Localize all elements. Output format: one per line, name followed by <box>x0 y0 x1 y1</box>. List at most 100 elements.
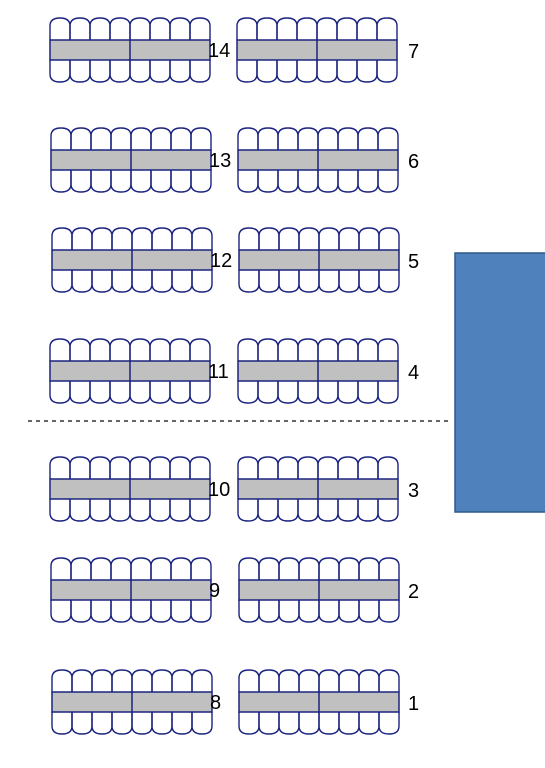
chair-top <box>149 17 171 40</box>
chair-bottom <box>189 499 211 522</box>
chair-bottom <box>236 60 258 83</box>
chair-bottom <box>318 600 340 623</box>
chair-top <box>50 557 72 580</box>
chair-bottom <box>297 381 319 404</box>
chair-bottom <box>358 600 380 623</box>
chair-top <box>298 227 320 250</box>
chair-top <box>378 669 400 692</box>
chair-bottom <box>131 712 153 735</box>
chair-top <box>190 557 212 580</box>
table-number-label: 5 <box>408 251 419 273</box>
chair-bottom <box>318 712 340 735</box>
stage-block <box>454 252 545 513</box>
chair-bottom <box>277 499 299 522</box>
chair-bottom <box>338 600 360 623</box>
chair-top <box>109 456 131 479</box>
chair-top <box>110 557 132 580</box>
chair-top <box>297 338 319 361</box>
chair-bottom <box>130 170 152 193</box>
chair-top <box>358 227 380 250</box>
chair-bottom <box>376 60 398 83</box>
chair-top <box>238 557 260 580</box>
chair-bottom <box>190 600 212 623</box>
chair-bottom <box>169 60 191 83</box>
chair-top <box>189 17 211 40</box>
chair-bottom <box>317 381 339 404</box>
chair-top <box>317 127 339 150</box>
chair-bottom <box>69 381 91 404</box>
chair-bottom <box>150 600 172 623</box>
chair-bottom <box>378 270 400 293</box>
chair-top <box>91 227 113 250</box>
chair-bottom <box>171 270 193 293</box>
chair-top <box>69 338 91 361</box>
table-group-right <box>238 669 400 735</box>
chair-bottom <box>237 499 259 522</box>
chair-top <box>90 127 112 150</box>
chair-bottom <box>238 600 260 623</box>
table-group-right <box>238 557 400 623</box>
table-group-right <box>238 227 400 293</box>
chair-top <box>258 557 280 580</box>
chair-top <box>376 17 398 40</box>
chair-top <box>278 557 300 580</box>
chair-bottom <box>258 600 280 623</box>
chair-top <box>171 227 193 250</box>
chair-bottom <box>337 170 359 193</box>
chair-bottom <box>50 600 72 623</box>
chair-top <box>111 227 133 250</box>
chair-top <box>297 127 319 150</box>
chair-top <box>49 456 71 479</box>
chair-top <box>298 557 320 580</box>
chair-top <box>278 669 300 692</box>
chair-top <box>278 227 300 250</box>
chair-bottom <box>358 270 380 293</box>
table-group-right <box>237 127 399 193</box>
chair-top <box>109 17 131 40</box>
chair-bottom <box>258 270 280 293</box>
chair-top <box>89 17 111 40</box>
chair-bottom <box>149 499 171 522</box>
chair-top <box>377 456 399 479</box>
chair-bottom <box>278 270 300 293</box>
chair-top <box>277 338 299 361</box>
chair-top <box>51 227 73 250</box>
chair-bottom <box>278 712 300 735</box>
chair-top <box>358 557 380 580</box>
chair-bottom <box>69 60 91 83</box>
chair-bottom <box>111 270 133 293</box>
chair-top <box>111 669 133 692</box>
chair-top <box>256 17 278 40</box>
chair-bottom <box>50 170 72 193</box>
chair-top <box>170 127 192 150</box>
chair-bottom <box>89 499 111 522</box>
table-group-left <box>51 669 213 735</box>
chair-bottom <box>298 600 320 623</box>
table-group-right <box>237 456 399 522</box>
chair-top <box>318 557 340 580</box>
table-number-label: 7 <box>408 41 419 63</box>
chair-bottom <box>258 712 280 735</box>
chair-top <box>317 338 339 361</box>
table-number-label: 6 <box>408 151 419 173</box>
chair-bottom <box>318 270 340 293</box>
chair-top <box>130 557 152 580</box>
chair-bottom <box>317 170 339 193</box>
chair-top <box>129 338 151 361</box>
chair-bottom <box>110 170 132 193</box>
chair-top <box>297 456 319 479</box>
chair-top <box>49 17 71 40</box>
chair-top <box>336 17 358 40</box>
chair-bottom <box>298 270 320 293</box>
chair-bottom <box>277 381 299 404</box>
chair-top <box>377 127 399 150</box>
chair-bottom <box>91 712 113 735</box>
chair-top <box>150 127 172 150</box>
chair-bottom <box>357 170 379 193</box>
chair-top <box>90 557 112 580</box>
chair-top <box>236 17 258 40</box>
chair-top <box>337 456 359 479</box>
chair-top <box>70 557 92 580</box>
chair-top <box>357 127 379 150</box>
chair-bottom <box>337 381 359 404</box>
